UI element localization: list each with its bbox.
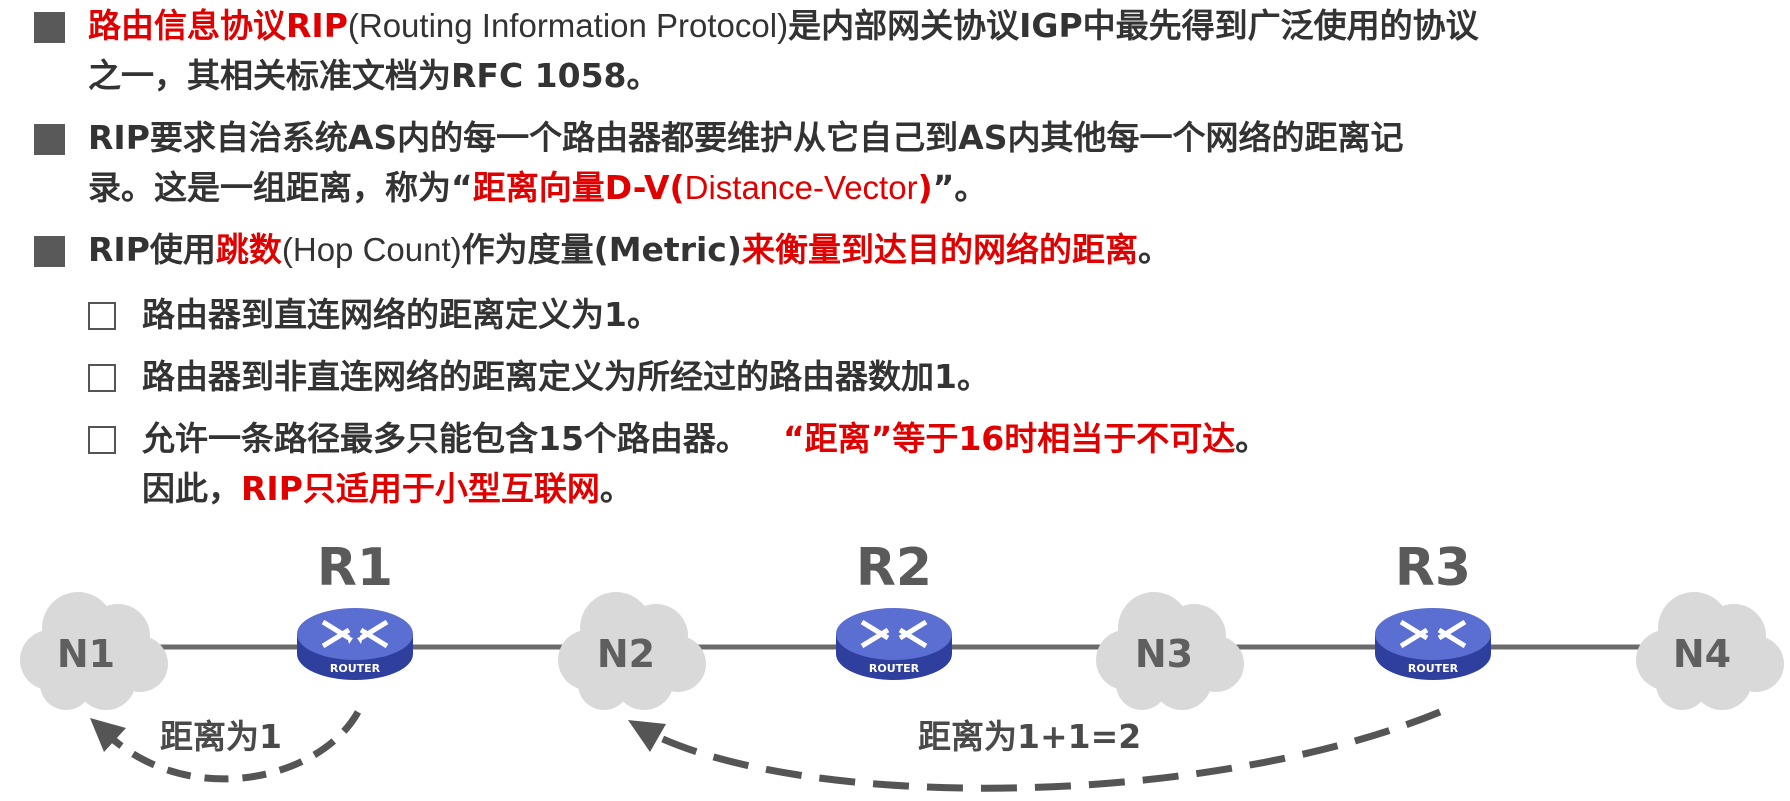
p1-line1-rest: 是内部网关协议IGP中最先得到广泛使用的协议 xyxy=(788,6,1479,45)
p2-dv-term: 距离向量D-V( xyxy=(472,168,685,207)
bullet-1 xyxy=(34,12,65,43)
sub-item-1: 路由器到直连网络的距离定义为1。 xyxy=(142,295,660,334)
sub-checkbox-1 xyxy=(88,302,116,330)
sub-checkbox-3 xyxy=(88,426,116,454)
router-arrows-icon xyxy=(1399,619,1467,649)
sub3-l2-a: 因此， xyxy=(142,469,241,508)
sub-checkbox-2 xyxy=(88,364,116,392)
bullet-3 xyxy=(34,236,65,267)
router-r2-name: R2 xyxy=(856,538,932,598)
router-r2: ROUTER xyxy=(836,608,952,680)
network-n4-label: N4 xyxy=(1673,632,1731,676)
bullet-2 xyxy=(34,124,65,155)
sub3-small-net: RIP只适用于小型互联网 xyxy=(241,469,600,508)
p1-rip-english: (Routing Information Protocol) xyxy=(347,7,789,44)
distance-label-short: 距离为1 xyxy=(160,717,282,756)
sub3-unreachable: “距离”等于16时相当于不可达 xyxy=(782,419,1236,458)
network-n3-label: N3 xyxy=(1135,632,1193,676)
router-r1-name: R1 xyxy=(317,538,393,598)
arrow-r3-to-n2-head xyxy=(628,720,666,752)
router-r3: ROUTER xyxy=(1375,608,1491,680)
p1-line2: 之一，其相关标准文档为RFC 1058。 xyxy=(88,56,660,95)
sub3-l2-end: 。 xyxy=(599,469,633,508)
p3-hop-english: (Hop Count) xyxy=(281,231,462,268)
p2-line1: RIP要求自治系统AS内的每一个路由器都要维护从它自己到AS内其他每一个网络的距… xyxy=(88,118,1404,157)
router-r3-badge: ROUTER xyxy=(1408,662,1459,675)
p1-rip-title: 路由信息协议RIP xyxy=(88,6,348,45)
sub-item-2: 路由器到非直连网络的距离定义为所经过的路由器数加1。 xyxy=(142,357,990,396)
p3-line: RIP使用跳数(Hop Count)作为度量(Metric)来衡量到达目的网络的… xyxy=(88,230,1171,270)
p2-line2: 录。这是一组距离，称为“距离向量D-V(Distance-Vector)”。 xyxy=(88,168,987,208)
p2-dv-close: ) xyxy=(917,168,933,207)
p3-hop-term: 跳数 xyxy=(215,230,282,269)
arrow-r1-to-n1 xyxy=(105,710,362,783)
arrow-r3-to-n2 xyxy=(646,708,1442,792)
sub-item-3-line1: 允许一条路径最多只能包含15个路由器。 “距离”等于16时相当于不可达。 xyxy=(142,419,1268,459)
network-n1-label: N1 xyxy=(57,632,115,676)
p3-measure: 来衡量到达目的网络的距离 xyxy=(741,230,1138,269)
sub3-a: 允许一条路径最多只能包含15个路由器。 xyxy=(142,419,749,458)
p2-dv-english: Distance-Vector xyxy=(684,169,918,206)
p2-line2-end: ”。 xyxy=(932,168,988,207)
router-r2-badge: ROUTER xyxy=(869,662,920,675)
p3-a: RIP使用 xyxy=(88,230,216,269)
router-arrows-icon xyxy=(860,619,928,649)
p2-line2-a: 录。这是一组距离，称为“ xyxy=(88,168,473,207)
network-diagram: N1 N2 N3 N4 ROUTER ROUTER ROUTER R1 R2 R xyxy=(20,538,1784,792)
network-n2-label: N2 xyxy=(597,632,655,676)
router-r3-name: R3 xyxy=(1395,538,1471,598)
sub-item-3-line2: 因此，RIP只适用于小型互联网。 xyxy=(142,469,633,509)
router-r1: ROUTER xyxy=(297,608,413,680)
arrow-r1-to-n1-head xyxy=(90,718,126,752)
p3-end: 。 xyxy=(1137,230,1171,269)
p3-metric: 作为度量(Metric) xyxy=(461,230,742,269)
p1-line1: 路由信息协议RIP(Routing Information Protocol)是… xyxy=(88,6,1479,46)
distance-label-long: 距离为1+1=2 xyxy=(918,717,1141,756)
sub3-end: 。 xyxy=(1235,419,1269,458)
router-arrows-icon xyxy=(321,619,389,649)
router-r1-badge: ROUTER xyxy=(330,662,381,675)
